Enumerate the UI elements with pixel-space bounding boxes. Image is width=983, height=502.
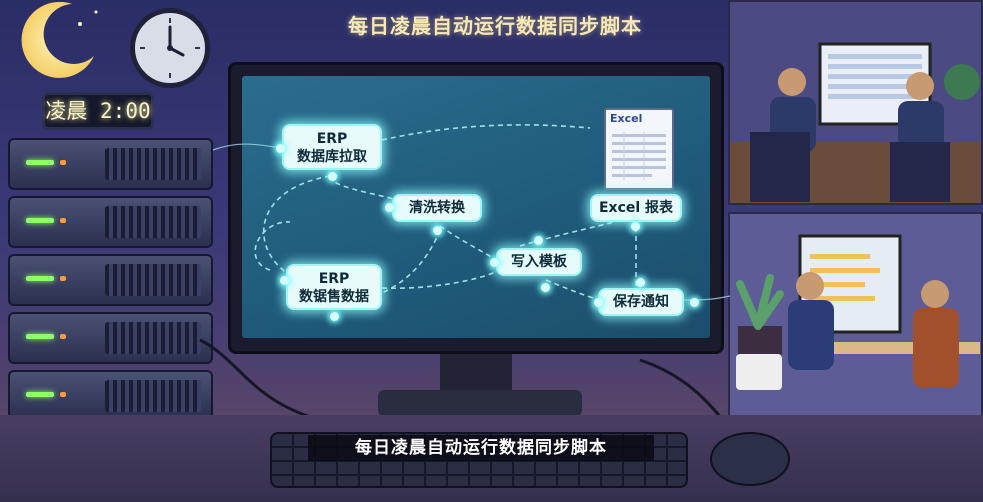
excel-document-title: Excel	[610, 112, 643, 125]
moon-icon	[21, 1, 98, 78]
subtitle-caption: 每日凌晨自动运行数据同步脚本	[308, 435, 654, 461]
node-label: ERP	[318, 271, 350, 287]
excel-document-icon	[604, 108, 674, 190]
connector-dot	[594, 298, 603, 307]
wall-clock-icon	[130, 8, 210, 88]
node-label: 数锯售数据	[299, 289, 369, 305]
connector-dot	[690, 298, 699, 307]
node-excel-report: Excel 报表	[590, 194, 682, 222]
mouse	[710, 432, 790, 486]
node-erp-sales: ERP 数锯售数据	[286, 264, 382, 310]
server-unit	[8, 196, 213, 248]
connector-dot	[280, 276, 289, 285]
node-label: 数据库拉取	[297, 149, 367, 165]
connector-dot	[433, 226, 442, 235]
node-clean-transform: 清洗转换	[392, 194, 482, 222]
digital-clock: 凌晨 2:00	[42, 92, 154, 130]
connector-dot	[490, 258, 499, 267]
server-unit	[8, 254, 213, 306]
server-unit	[8, 370, 213, 420]
monitor-stand-base	[378, 390, 582, 416]
connector-dot	[636, 278, 645, 287]
connector-dot	[631, 222, 640, 231]
office-panel-top	[728, 0, 983, 205]
connector-dot	[534, 236, 543, 245]
connector-dot	[385, 203, 394, 212]
server-unit	[8, 312, 213, 364]
node-erp-pull: ERP 数据库拉取	[282, 124, 382, 170]
node-write-template: 写入模板	[496, 248, 582, 276]
node-save-notify: 保存通知	[598, 288, 684, 316]
page-title: 每日凌晨自动运行数据同步脚本	[348, 14, 642, 38]
connector-dot	[330, 312, 339, 321]
monitor-stand	[440, 354, 512, 396]
connector-dot	[328, 172, 337, 181]
connector-dot	[276, 144, 285, 153]
connector-dot	[541, 283, 550, 292]
server-unit	[8, 138, 213, 190]
node-label: ERP	[316, 131, 348, 147]
office-panel-bottom	[728, 212, 983, 448]
